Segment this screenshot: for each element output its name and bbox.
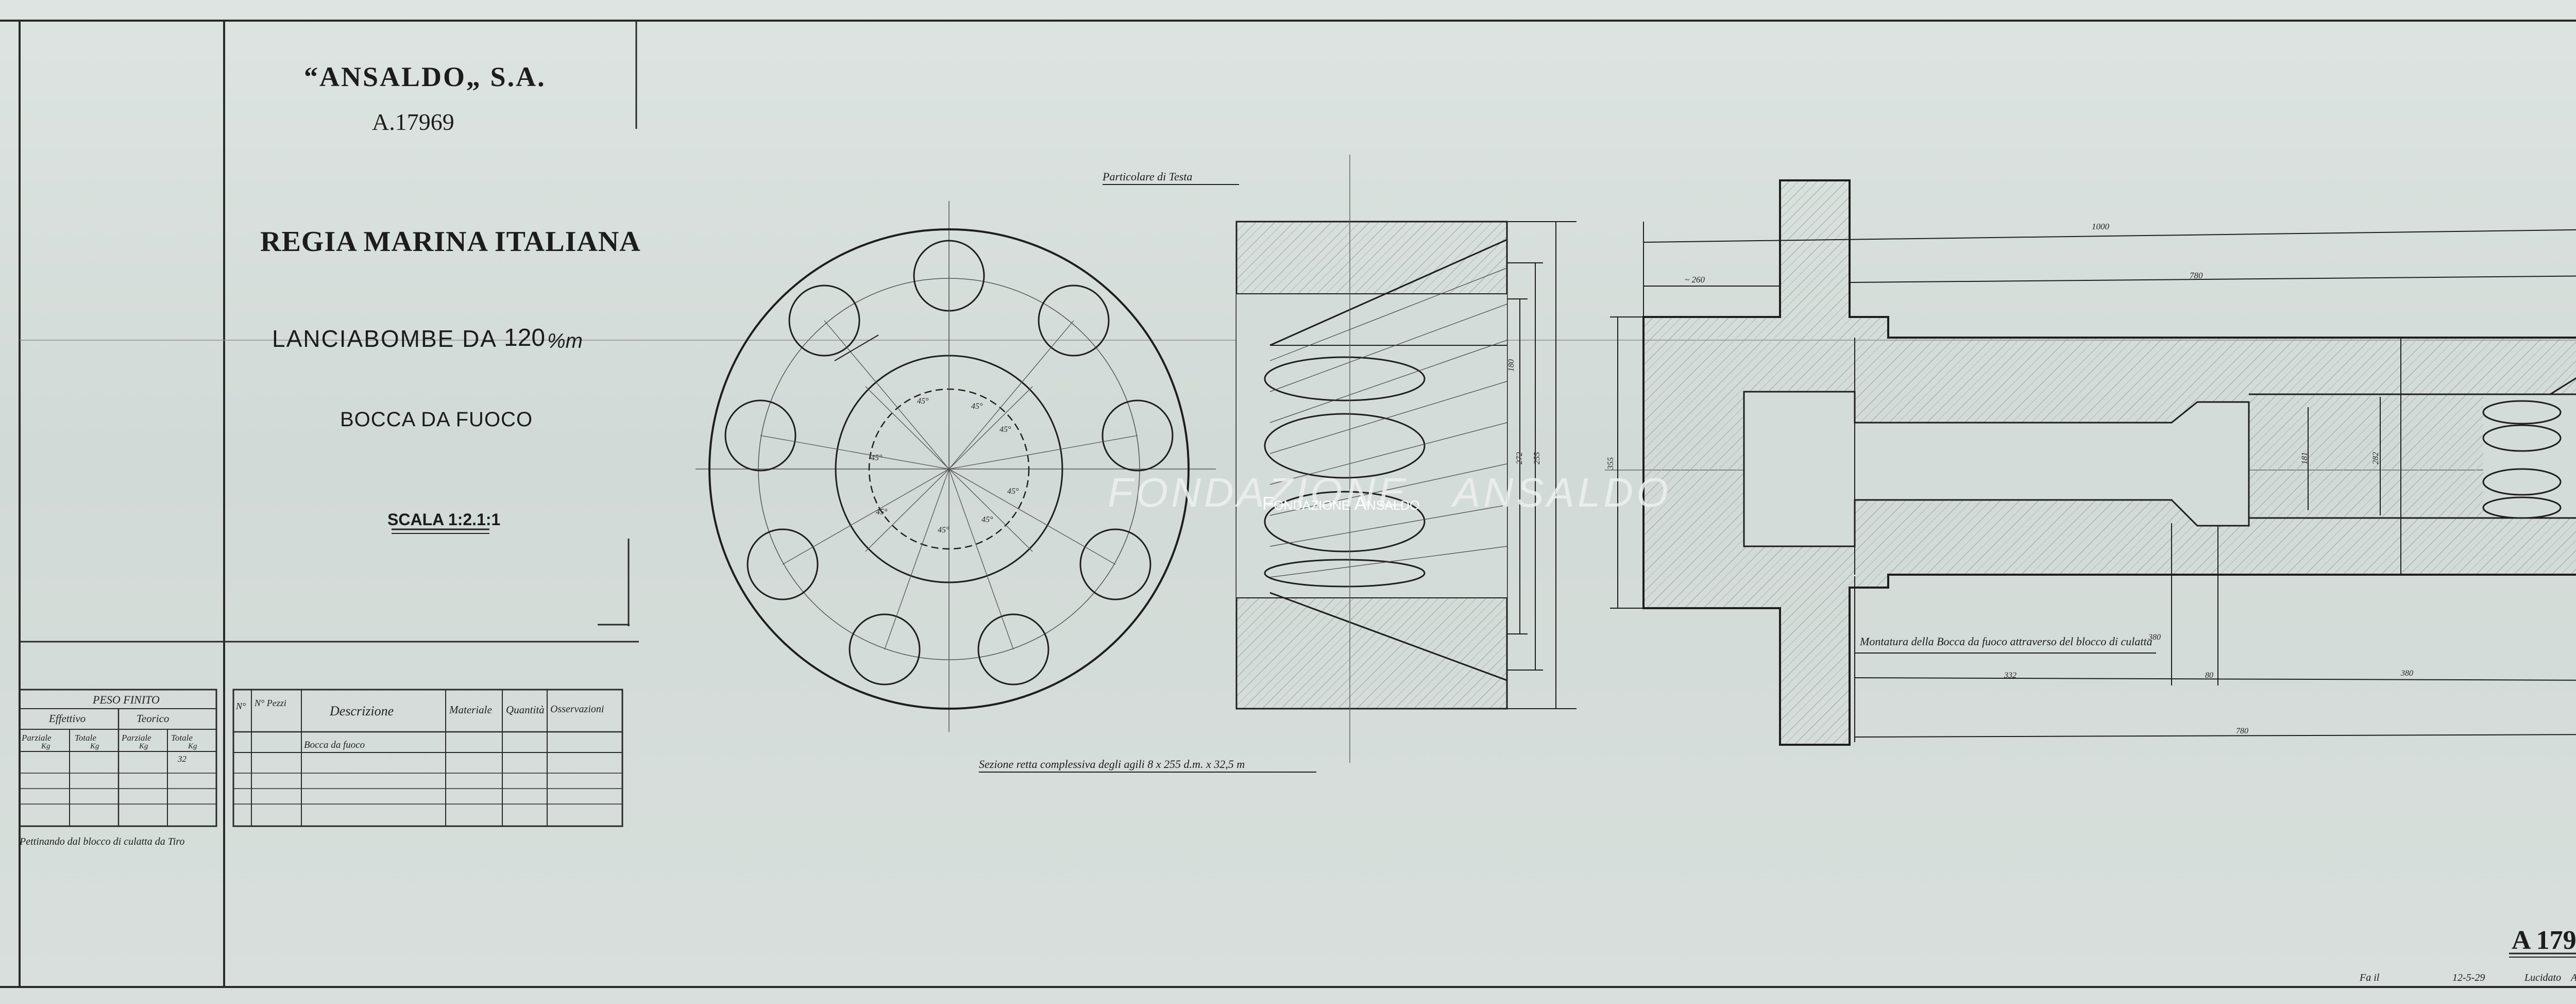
navy-name: REGIA MARINA ITALIANA — [260, 226, 641, 258]
watermark-left: FONDAZIONE — [1108, 470, 1409, 515]
weight-unit-3: Kg — [139, 742, 148, 750]
weight-unit-2: Kg — [90, 742, 99, 750]
drawing-number-corner: A 17969 — [2512, 926, 2576, 955]
angle-label: 45° — [938, 526, 950, 534]
weight-value: 32 — [178, 754, 187, 764]
dim-breech-dia: 380 — [2148, 633, 2161, 642]
signature-4: Al Salvadi — [2571, 972, 2576, 984]
angle-label: 45° — [876, 508, 888, 516]
drawing-number-title: A.17969 — [372, 109, 454, 135]
assembly-note: Montatura della Bocca da fuoco attravers… — [1860, 635, 2153, 648]
dim-seg-c: 380 — [2401, 669, 2413, 678]
weight-unit-1: Kg — [41, 742, 50, 750]
detail-label: Particolare di Testa — [1103, 170, 1193, 183]
weight-unit-4: Kg — [188, 742, 197, 750]
angle-label: 45° — [917, 397, 929, 406]
dim-detail-c: 255 — [1533, 452, 1541, 464]
weight-col-1: Parziale — [22, 733, 52, 743]
signature-1: Fa il — [2360, 972, 2380, 983]
weight-col-4: Totale — [171, 733, 193, 743]
dim-detail-a: 180 — [1507, 359, 1516, 372]
dim-body-dia: 355 — [1606, 457, 1615, 470]
dim-seg-a: 332 — [2004, 671, 2016, 680]
parts-table-grid — [232, 689, 623, 827]
angle-label: 45° — [1007, 487, 1019, 496]
parts-row-description: Bocca da fuoco — [304, 740, 365, 750]
angle-label: 45° — [999, 425, 1011, 434]
signature-3: Lucidato — [2524, 972, 2562, 983]
angle-label: 45° — [971, 402, 983, 411]
watermark-right: ANSALDO — [1453, 470, 1672, 515]
watermark-center: Fondazione Ansaldo — [1262, 493, 1420, 514]
dim-chamber-dia: 282 — [2371, 452, 2380, 464]
dim-seg-b: 80 — [2205, 671, 2213, 680]
weight-table-title: PESO FINITO — [93, 693, 160, 706]
angle-label: 45° — [871, 454, 883, 462]
subject-title: LANCIABOMBE DA — [272, 325, 497, 352]
front-view — [696, 201, 1216, 732]
parts-col-quantity: Quantità — [506, 704, 545, 716]
part-name: BOCCA DA FUOCO — [340, 408, 533, 431]
section-caption: Sezione retta complessiva degli agili 8 … — [979, 758, 1245, 771]
weight-table-grid — [19, 689, 217, 827]
detail-section — [1235, 155, 1577, 763]
dim-bore-length: 780 — [2190, 271, 2203, 280]
weight-col-3: Parziale — [122, 733, 151, 743]
angle-label: 45° — [981, 515, 993, 524]
dim-detail-b: 272 — [1515, 452, 1524, 464]
parts-col-material: Materiale — [449, 704, 492, 716]
weight-group-theoretical: Teorico — [137, 712, 170, 725]
dim-bore-dia: 181 — [2300, 452, 2309, 464]
parts-col-number: N° — [236, 701, 246, 711]
caliber-value: 120 — [504, 324, 546, 352]
weight-col-2: Totale — [75, 733, 96, 743]
scale-label: SCALA 1:2.1:1 — [387, 510, 501, 529]
signature-2: 12-5-29 — [2452, 972, 2485, 983]
caliber-unit: %m — [547, 330, 583, 353]
dim-flange-offset: ~ 260 — [1685, 275, 1705, 285]
barrel-section — [1605, 179, 2576, 746]
parts-col-notes: Osservazioni — [550, 704, 604, 715]
bottom-left-note: Pettinando dal blocco di culatta da Tiro — [20, 836, 185, 847]
company-name: “ANSALDO„ S.A. — [304, 61, 546, 92]
weight-group-effective: Effettivo — [49, 712, 86, 725]
parts-col-description: Descrizione — [330, 704, 394, 718]
parts-col-pieces: N° Pezzi — [255, 698, 286, 708]
dim-overall-bottom: 780 — [2236, 727, 2248, 735]
dim-overall-length: 1000 — [2092, 222, 2109, 231]
